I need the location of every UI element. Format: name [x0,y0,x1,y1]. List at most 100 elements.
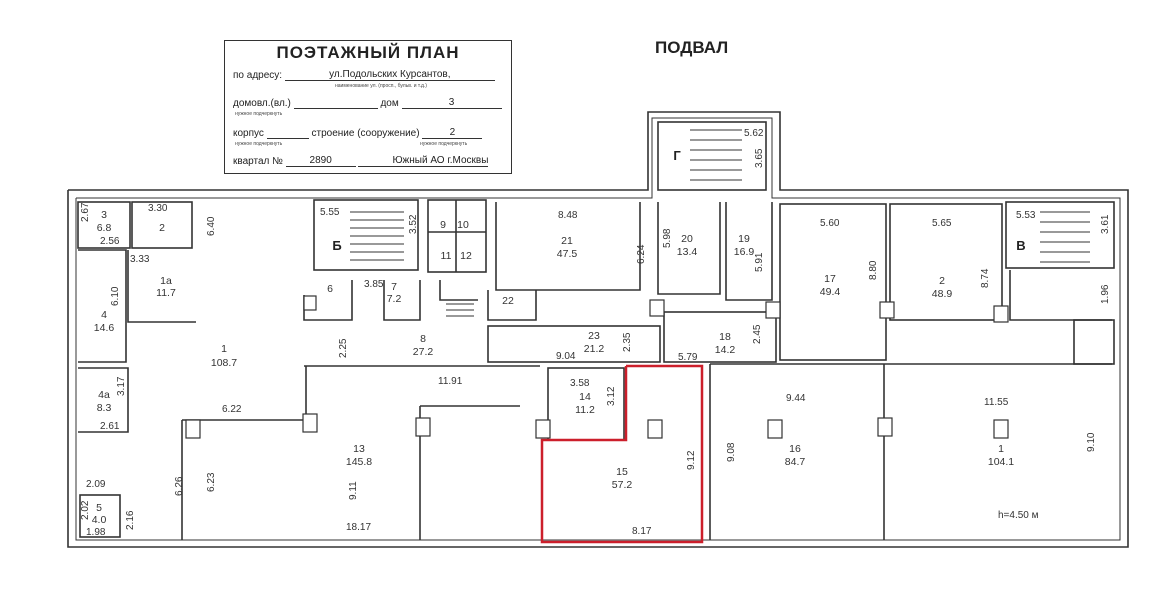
dimension: 9.10 [1086,432,1097,452]
room-4a-walls [78,367,129,433]
room-id: 1 [998,443,1004,455]
room-id: 14 [579,391,591,403]
dimension: 6.10 [110,286,121,306]
address-row: по адресу: ул.Подольских Курсантов, [233,69,495,81]
room-area: 104.1 [988,456,1014,468]
room-area: 84.7 [785,456,806,468]
stamp-title: ПОЭТАЖНЫЙ ПЛАН [276,43,460,62]
room-area: 14.6 [94,322,115,334]
room-1a-walls [127,250,196,323]
column [765,301,781,319]
dimension: 3.61 [1100,214,1111,234]
room-area: 49.4 [820,286,841,298]
dimension: 6.22 [222,404,242,415]
wc-walls [427,199,487,273]
dimension: 5.53 [1016,210,1036,221]
stair-v-walls [1005,201,1115,269]
dimension: 2.02 [80,500,91,520]
stair-g-walls [657,121,767,191]
korpus-row: корпус строение (сооружение) 2 [233,127,483,139]
dimension: 8.48 [558,210,578,221]
stair-v-steps [1040,211,1090,263]
room-area: 16.9 [734,246,755,258]
korpus-label: корпус [233,128,264,139]
room-id: 22 [502,295,514,307]
room-id: 7 [391,281,397,293]
hint-3: нужное подчеркнуть [420,141,468,147]
dimension: 2.09 [86,479,106,490]
room-area: 14.2 [715,344,736,356]
dimension: 6.40 [206,216,217,236]
room-area: 57.2 [612,479,633,491]
dimension: 2.16 [125,510,136,530]
dimension: 11.91 [438,376,463,387]
domovl-label: домовл.(вл.) [233,98,291,109]
dimension: 6.26 [174,476,185,496]
room-id: 2 [939,275,945,287]
room-id: 3 [101,209,107,221]
dimension: 5.91 [754,252,765,272]
room-area: 108.7 [211,357,237,369]
dimension: 1.96 [1100,284,1111,304]
room-id: 19 [738,233,750,245]
columns [185,295,1009,439]
dimension: 3.33 [130,254,150,265]
room-id: 9 [440,219,446,231]
room-id: 10 [457,219,469,231]
room-labels: 3 6.8 2 1а 11.7 4 14.6 4а 8.3 1 108.7 5 … [92,148,1026,526]
dimension: 8.17 [632,526,652,537]
dimension: 3.58 [570,378,590,389]
dimension: 3.52 [408,214,419,234]
column [649,299,665,317]
room-area: 27.2 [413,346,434,358]
hint-1: нужное подчеркнуть [235,111,283,117]
column [185,419,201,439]
right-small-walls [1073,319,1115,365]
highlight-room-15 [540,364,704,544]
room-area: 6.8 [97,222,112,234]
room-3-walls [77,201,131,249]
room-area: 13.4 [677,246,698,258]
column [877,417,893,437]
room-2-walls [131,201,193,249]
column [302,413,318,433]
walls [67,111,1129,548]
kvartal-value: 2890 [285,155,356,167]
column [993,419,1009,439]
outer-wall [67,111,1129,548]
dimension: 1.98 [86,527,106,538]
room-5-walls [79,494,121,538]
address-hint: наименование ул. (просп., бульв. и т.д.) [335,83,427,89]
dimension: 5.98 [662,228,673,248]
room-21-walls [495,202,641,291]
small-stair-walls [439,280,478,301]
room-22-walls [487,290,537,321]
room-id: 6 [327,283,333,295]
dimension: 11.55 [984,397,1009,408]
room-area: 21.2 [584,343,605,355]
stair-g-steps [690,129,742,181]
room-7-walls [383,280,421,321]
column [647,419,663,439]
stroenie-value: 2 [422,127,483,139]
room-18-walls [663,311,777,363]
column [993,305,1009,323]
address-label: по адресу: [233,70,283,81]
room-id: В [1016,238,1025,253]
room-id: 21 [561,235,573,247]
dimension-labels: 2.67 3.30 2.56 6.40 3.33 6.10 3.17 2.61 … [80,128,1111,538]
height-note: h=4.50 м [998,510,1039,521]
dimension: 2.25 [338,338,349,358]
inner-outline [75,117,1121,541]
room-2b-walls [889,203,1003,321]
hint-2: нужное подчеркнуть [235,141,283,147]
room-area: 4.0 [92,514,107,526]
room-area: 145.8 [346,456,372,468]
column [303,295,317,311]
room-id: 16 [789,443,801,455]
room-area: 7.2 [387,293,402,305]
stair-hatching [350,129,1090,317]
dimension: 8.74 [980,268,991,288]
dimension: 5.55 [320,207,340,218]
title-stamp: ПОЭТАЖНЫЙ ПЛАН по адресу: ул.Подольских … [224,40,512,174]
